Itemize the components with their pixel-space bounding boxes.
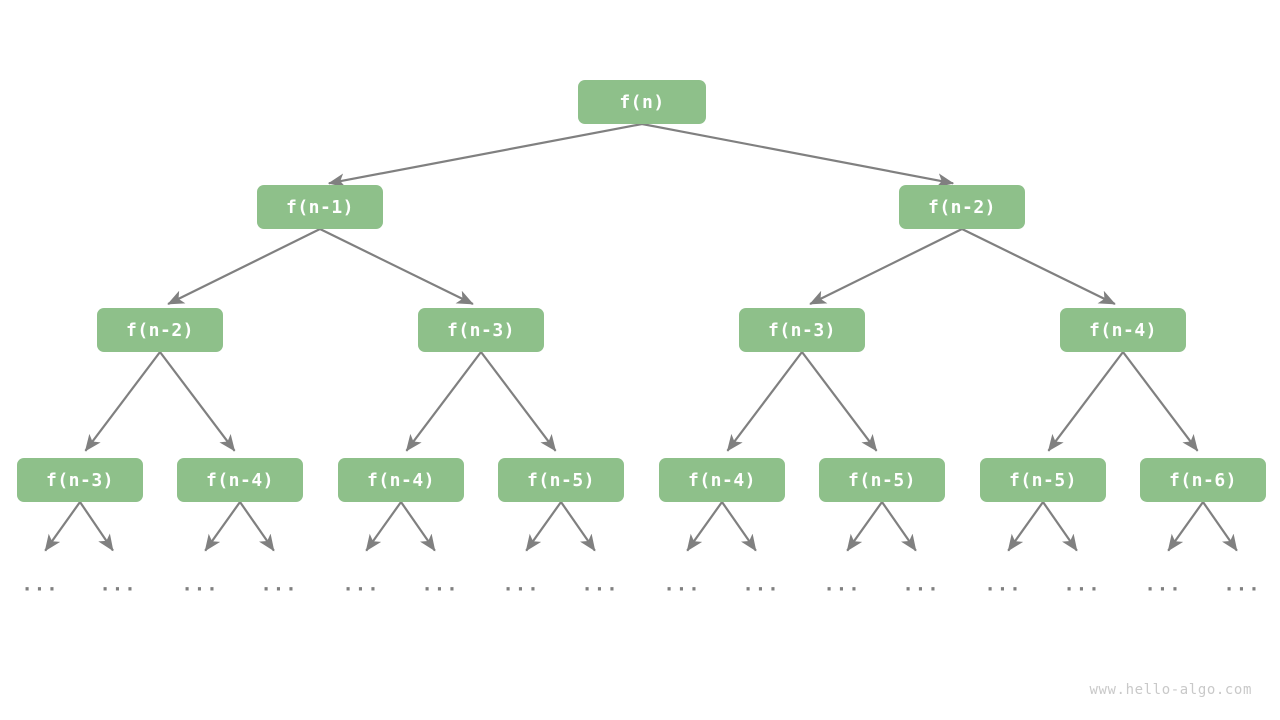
tree-node-label: f(n-2) xyxy=(927,196,997,218)
tree-edge-n0-n1 xyxy=(327,122,643,188)
tree-node-n9: f(n-4) xyxy=(338,458,464,502)
tree-ellipsis-1: ... xyxy=(99,573,137,596)
tree-node-n4: f(n-3) xyxy=(418,308,544,352)
tree-leaf-edge-11 xyxy=(881,501,917,552)
watermark: www.hello-algo.com xyxy=(1089,682,1252,698)
tree-node-n7: f(n-3) xyxy=(17,458,143,502)
tree-ellipsis-8: ... xyxy=(663,573,701,596)
tree-leaf-edge-6 xyxy=(525,501,562,552)
tree-node-n5: f(n-3) xyxy=(739,308,865,352)
tree-ellipsis-7: ... xyxy=(581,573,619,596)
tree-ellipsis-11: ... xyxy=(902,573,940,596)
tree-node-label: f(n-4) xyxy=(366,469,436,491)
tree-edge-n0-n2 xyxy=(641,122,955,188)
tree-node-n8: f(n-4) xyxy=(177,458,303,502)
tree-ellipsis-13: ... xyxy=(1063,573,1101,596)
tree-ellipsis-0: ... xyxy=(21,573,59,596)
tree-edge-n1-n4 xyxy=(319,228,474,306)
tree-node-label: f(n-5) xyxy=(526,469,596,491)
tree-ellipsis-5: ... xyxy=(421,573,459,596)
tree-node-label: f(n-5) xyxy=(847,469,917,491)
tree-leaf-edge-10 xyxy=(846,501,883,552)
tree-node-n10: f(n-5) xyxy=(498,458,624,502)
tree-edge-n6-n14 xyxy=(1122,351,1199,452)
tree-node-label: f(n-4) xyxy=(1088,319,1158,341)
tree-node-label: f(n-3) xyxy=(45,469,115,491)
tree-ellipsis-3: ... xyxy=(260,573,298,596)
tree-ellipsis-4: ... xyxy=(342,573,380,596)
tree-node-n2: f(n-2) xyxy=(899,185,1025,229)
tree-node-label: f(n-3) xyxy=(767,319,837,341)
tree-leaf-edge-13 xyxy=(1042,501,1078,552)
tree-node-n1: f(n-1) xyxy=(257,185,383,229)
tree-leaf-edge-5 xyxy=(400,501,436,552)
tree-node-label: f(n-1) xyxy=(285,196,355,218)
tree-ellipsis-9: ... xyxy=(742,573,780,596)
tree-leaf-edge-14 xyxy=(1167,501,1204,552)
tree-edge-n1-n3 xyxy=(167,228,321,306)
tree-ellipsis-10: ... xyxy=(823,573,861,596)
tree-node-n12: f(n-5) xyxy=(819,458,945,502)
tree-leaf-edge-12 xyxy=(1007,501,1044,552)
tree-leaf-edge-7 xyxy=(560,501,596,552)
tree-edge-n4-n10 xyxy=(480,351,557,452)
tree-node-label: f(n-3) xyxy=(446,319,516,341)
tree-ellipsis-14: ... xyxy=(1144,573,1182,596)
tree-leaf-edge-3 xyxy=(239,501,275,552)
tree-leaf-edge-0 xyxy=(44,501,81,552)
tree-node-label: f(n-4) xyxy=(687,469,757,491)
tree-node-n0: f(n) xyxy=(578,80,706,124)
tree-edge-n4-n9 xyxy=(405,351,482,452)
tree-leaf-edge-9 xyxy=(721,501,757,552)
tree-node-label: f(n-4) xyxy=(205,469,275,491)
tree-node-label: f(n) xyxy=(619,91,665,113)
tree-edge-n2-n6 xyxy=(961,228,1116,306)
tree-edge-n3-n7 xyxy=(84,351,161,452)
tree-leaf-edge-15 xyxy=(1202,501,1238,552)
tree-node-n13: f(n-5) xyxy=(980,458,1106,502)
tree-edge-n5-n12 xyxy=(801,351,878,452)
tree-ellipsis-2: ... xyxy=(181,573,219,596)
tree-leaf-edge-4 xyxy=(365,501,402,552)
tree-ellipsis-15: ... xyxy=(1223,573,1261,596)
tree-leaf-edge-1 xyxy=(79,501,114,552)
tree-edge-n2-n5 xyxy=(809,228,963,306)
tree-node-n6: f(n-4) xyxy=(1060,308,1186,352)
tree-edge-n6-n13 xyxy=(1047,351,1124,452)
tree-edge-n5-n11 xyxy=(726,351,803,452)
tree-leaf-edge-8 xyxy=(686,501,723,552)
tree-node-label: f(n-2) xyxy=(125,319,195,341)
tree-node-label: f(n-6) xyxy=(1168,469,1238,491)
tree-edge-n3-n8 xyxy=(159,351,236,452)
tree-node-n3: f(n-2) xyxy=(97,308,223,352)
tree-node-n14: f(n-6) xyxy=(1140,458,1266,502)
tree-node-n11: f(n-4) xyxy=(659,458,785,502)
tree-ellipsis-6: ... xyxy=(502,573,540,596)
tree-ellipsis-12: ... xyxy=(984,573,1022,596)
tree-node-label: f(n-5) xyxy=(1008,469,1078,491)
tree-leaf-edge-2 xyxy=(204,501,241,552)
